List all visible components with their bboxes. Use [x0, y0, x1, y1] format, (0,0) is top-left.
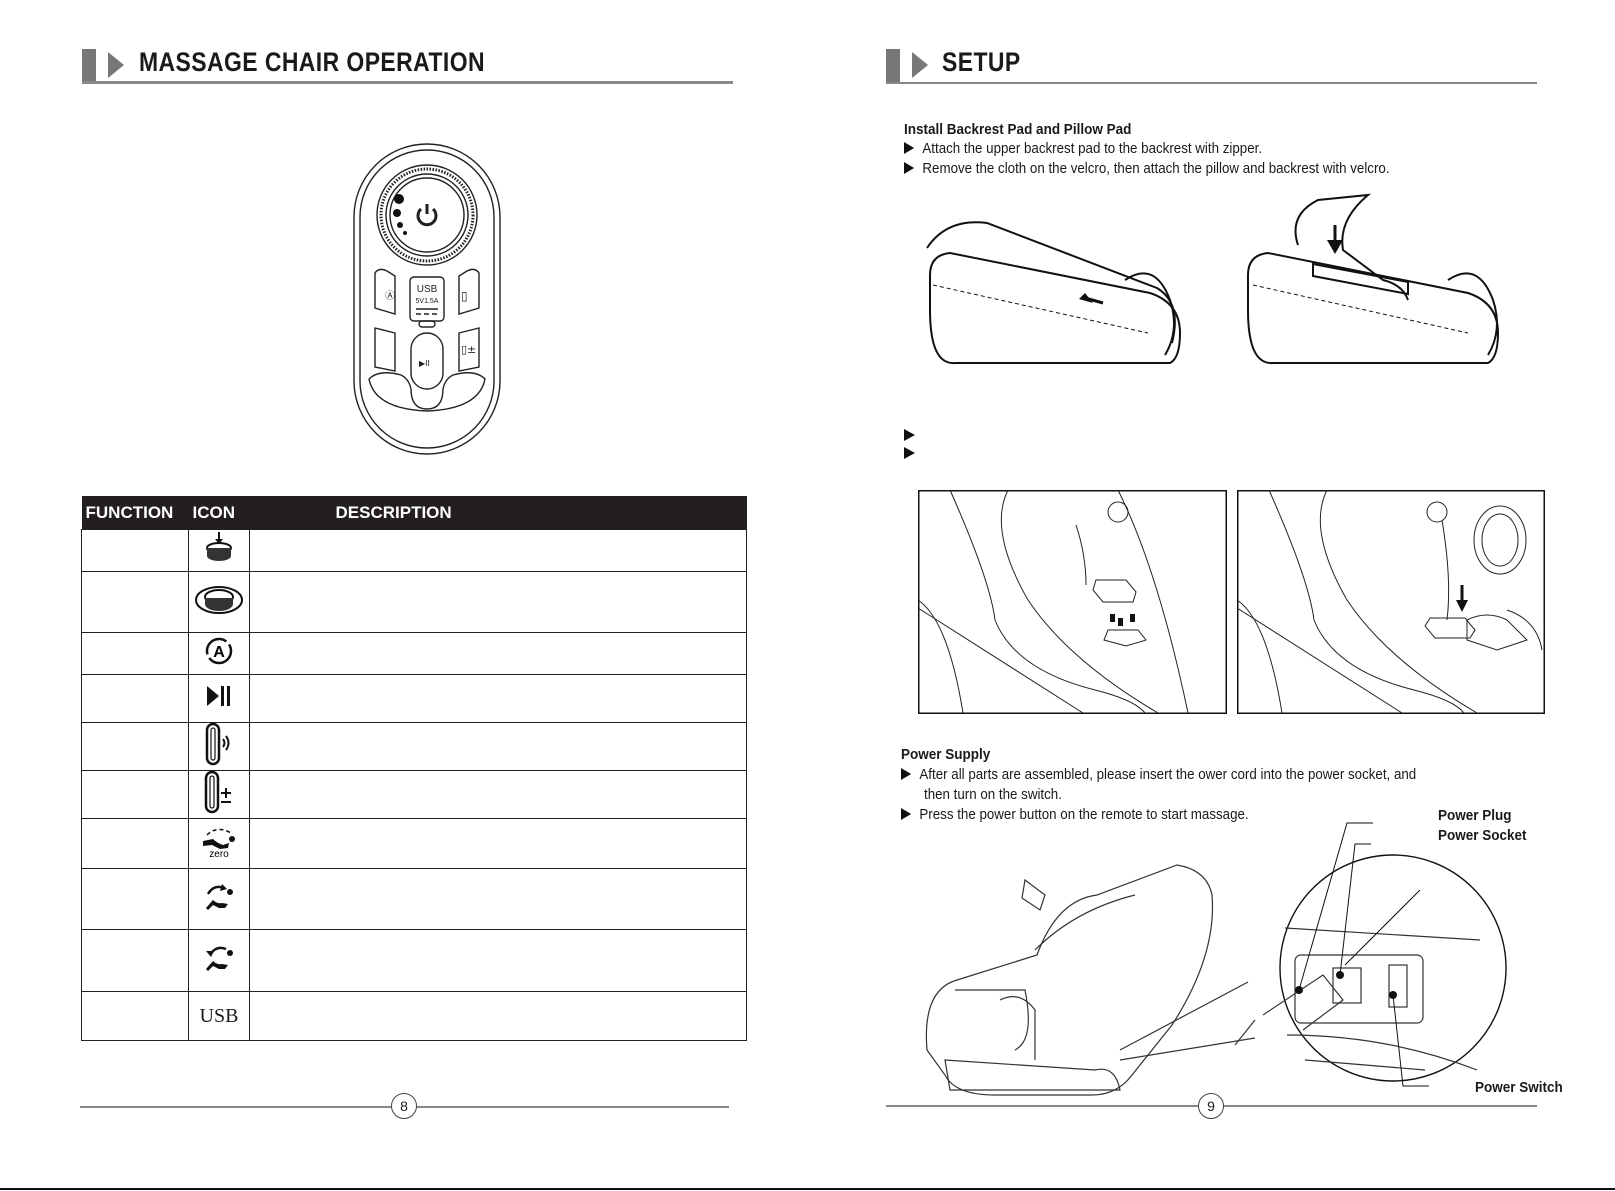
function-cell — [81, 868, 189, 930]
function-cell — [81, 722, 189, 771]
description-cell — [249, 818, 747, 869]
table-row — [81, 571, 747, 633]
power-knob-rotate-icon — [188, 571, 250, 633]
header-description: DESCRIPTION — [249, 496, 747, 530]
usb-icon: USB — [188, 991, 250, 1041]
description-cell — [249, 929, 747, 992]
svg-text:A: A — [213, 644, 225, 661]
table-row — [81, 868, 747, 930]
header-function: FUNCTION — [81, 496, 189, 530]
auto-mode-icon: A — [188, 632, 250, 675]
recline-backward-icon — [188, 929, 250, 992]
bullet-arrow-icon — [901, 768, 912, 780]
section-bar-icon — [886, 49, 900, 83]
empty-bullet — [904, 445, 924, 463]
function-cell — [81, 770, 189, 819]
pillow-velcro-illustration — [1247, 193, 1500, 365]
page-title: MASSAGE CHAIR OPERATION — [139, 47, 485, 77]
remote-control-illustration: Ⓐ ▯ ▯± ▶II USB 5V1.5A — [353, 143, 501, 455]
description-cell — [249, 770, 747, 819]
section-arrow-icon — [912, 52, 928, 78]
page-number: 8 — [391, 1093, 417, 1119]
header-icon: ICON — [188, 496, 250, 530]
svg-text:▯±: ▯± — [461, 343, 476, 356]
power-bullet: Press the power button on the remote to … — [901, 807, 1249, 823]
bullet-arrow-icon — [904, 429, 915, 441]
table-row: zero — [81, 818, 747, 869]
svg-text:Ⓐ: Ⓐ — [385, 290, 395, 302]
install-heading: Install Backrest Pad and Pillow Pad — [904, 121, 1132, 138]
description-cell — [249, 529, 747, 572]
table-row — [81, 770, 747, 819]
headrest-screw-illustration — [917, 489, 1227, 714]
bullet-arrow-icon — [904, 162, 915, 174]
function-cell — [81, 632, 189, 675]
install-bullet: Remove the cloth on the velcro, then att… — [904, 161, 1390, 177]
empty-bullet — [904, 427, 924, 445]
bullet-arrow-icon — [901, 808, 912, 820]
backrest-zipper-illustration — [926, 221, 1182, 365]
play-pause-icon — [188, 674, 250, 723]
description-cell — [249, 991, 747, 1041]
function-cell — [81, 929, 189, 992]
zero-gravity-icon: zero — [188, 818, 250, 869]
power-plug-label: Power Plug — [1438, 807, 1512, 824]
power-connection-illustration — [925, 822, 1507, 1096]
function-table: FUNCTION ICON DESCRIPTION A zero — [81, 496, 747, 1041]
power-heading: Power Supply — [901, 746, 991, 763]
airbag-icon — [188, 722, 250, 771]
svg-text:▯: ▯ — [461, 289, 468, 303]
power-switch-label: Power Switch — [1475, 1079, 1563, 1096]
title-underline — [886, 82, 1537, 84]
airbag-intensity-icon — [188, 770, 250, 819]
description-cell — [249, 674, 747, 723]
power-bullet: After all parts are assembled, please in… — [901, 767, 1416, 783]
power-bullet-continuation: then turn on the switch. — [924, 787, 1062, 803]
function-cell — [81, 818, 189, 869]
function-cell — [81, 571, 189, 633]
power-socket-label: Power Socket — [1438, 827, 1527, 844]
scan-bottom-edge — [0, 1188, 1615, 1190]
remote-usb-label: USB — [417, 284, 438, 295]
zero-icon-text: zero — [209, 849, 229, 860]
description-cell — [249, 571, 747, 633]
remote-usb-rating: 5V1.5A — [416, 298, 439, 305]
title-underline — [82, 81, 733, 84]
table-row: USB — [81, 991, 747, 1041]
function-cell — [81, 529, 189, 572]
table-row — [81, 529, 747, 572]
section-arrow-icon — [108, 52, 124, 78]
bullet-text: Remove the cloth on the velcro, then att… — [922, 161, 1390, 177]
recline-forward-icon — [188, 868, 250, 930]
power-knob-press-icon — [188, 529, 250, 572]
page-title: SETUP — [942, 47, 1021, 77]
usb-icon-text: USB — [199, 1004, 239, 1027]
description-cell — [249, 868, 747, 930]
bullet-arrow-icon — [904, 447, 915, 459]
function-cell — [81, 674, 189, 723]
table-row — [81, 722, 747, 771]
description-cell — [249, 722, 747, 771]
table-row — [81, 929, 747, 992]
headrest-insert-illustration — [1236, 489, 1545, 714]
bullet-text: After all parts are assembled, please in… — [919, 767, 1417, 783]
bullet-arrow-icon — [904, 142, 915, 154]
table-row — [81, 674, 747, 723]
bullet-text: Press the power button on the remote to … — [919, 807, 1249, 823]
bullet-text: Attach the upper backrest pad to the bac… — [922, 141, 1263, 157]
table-header: FUNCTION ICON DESCRIPTION — [81, 496, 747, 530]
svg-text:▶II: ▶II — [419, 359, 430, 368]
function-cell — [81, 991, 189, 1041]
section-bar-icon — [82, 49, 96, 83]
install-bullet: Attach the upper backrest pad to the bac… — [904, 141, 1262, 157]
table-row: A — [81, 632, 747, 675]
page-number: 9 — [1198, 1093, 1224, 1119]
description-cell — [249, 632, 747, 675]
